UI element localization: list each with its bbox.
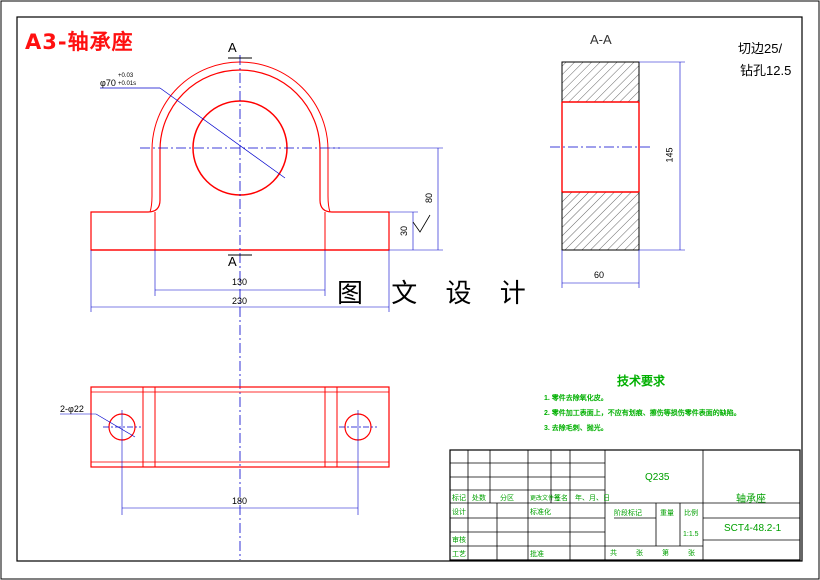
bore-dim-label: φ70 bbox=[100, 78, 116, 88]
front-view bbox=[90, 55, 443, 560]
tb-drawing-no: SCT4-48.2-1 bbox=[724, 523, 782, 534]
tb-h4: 更改文件号 bbox=[530, 496, 561, 502]
roughness-line1: 切边25/ bbox=[738, 41, 783, 56]
title-block bbox=[449, 449, 801, 561]
bore-tol-lower: +0.01s bbox=[118, 81, 137, 87]
tb-h5: 签名 bbox=[554, 495, 568, 502]
top-view bbox=[60, 386, 390, 515]
inner-frame bbox=[16, 16, 803, 562]
tech-item-1: 1. 零件去除氧化皮。 bbox=[544, 395, 608, 402]
section-view bbox=[550, 61, 685, 288]
tb-ratio: 比例 bbox=[684, 510, 698, 517]
tb-standard: 标准化 bbox=[530, 509, 551, 516]
dim-130: 130 bbox=[232, 277, 248, 287]
tb-h1: 标记 bbox=[452, 495, 466, 502]
drawing-title: A3-轴承座 bbox=[25, 30, 134, 54]
tb-h3: 分区 bbox=[500, 495, 514, 502]
dim-holes: 2-φ22 bbox=[60, 404, 84, 414]
tb-process: 工艺 bbox=[452, 551, 466, 558]
tech-item-3: 3. 去除毛刺、抛光。 bbox=[544, 425, 608, 432]
tb-part-name: 轴承座 bbox=[736, 494, 766, 505]
tb-weight: 重量 bbox=[660, 510, 674, 517]
dim-145: 145 bbox=[664, 147, 675, 163]
tb-sheet-4: 张 bbox=[688, 550, 695, 557]
tb-design: 设计 bbox=[452, 509, 466, 516]
roughness-line2: 钻孔12.5 bbox=[740, 63, 792, 78]
tb-scale: 1:1.5 bbox=[683, 531, 699, 538]
tb-sheet-1: 共 bbox=[610, 550, 617, 557]
tb-sheet-3: 第 bbox=[662, 550, 669, 557]
tech-heading: 技术要求 bbox=[617, 374, 666, 388]
bore-tol-upper: +0.03 bbox=[118, 73, 134, 79]
tb-material: Q235 bbox=[645, 472, 670, 483]
tb-approve: 批准 bbox=[530, 551, 544, 558]
tb-review: 审核 bbox=[452, 537, 466, 544]
dim-30: 30 bbox=[399, 225, 410, 237]
dim-60: 60 bbox=[594, 270, 605, 280]
section-mark-top: A bbox=[228, 40, 237, 55]
dim-230: 230 bbox=[232, 296, 248, 306]
tb-stage: 阶段标记 bbox=[614, 510, 642, 517]
section-mark-bottom: A bbox=[228, 254, 237, 269]
tb-h2: 处数 bbox=[472, 495, 486, 502]
tech-item-2: 2. 零件加工表面上，不应有划痕、擦伤等损伤零件表面的缺陷。 bbox=[544, 410, 741, 417]
tb-h6: 年、月、日 bbox=[575, 495, 610, 502]
dim-180: 180 bbox=[232, 496, 248, 506]
dim-80: 80 bbox=[424, 192, 435, 204]
watermark: 图 文 设 计 bbox=[337, 279, 536, 309]
section-view-title: A-A bbox=[590, 32, 612, 47]
tb-sheet-2: 张 bbox=[636, 550, 643, 557]
